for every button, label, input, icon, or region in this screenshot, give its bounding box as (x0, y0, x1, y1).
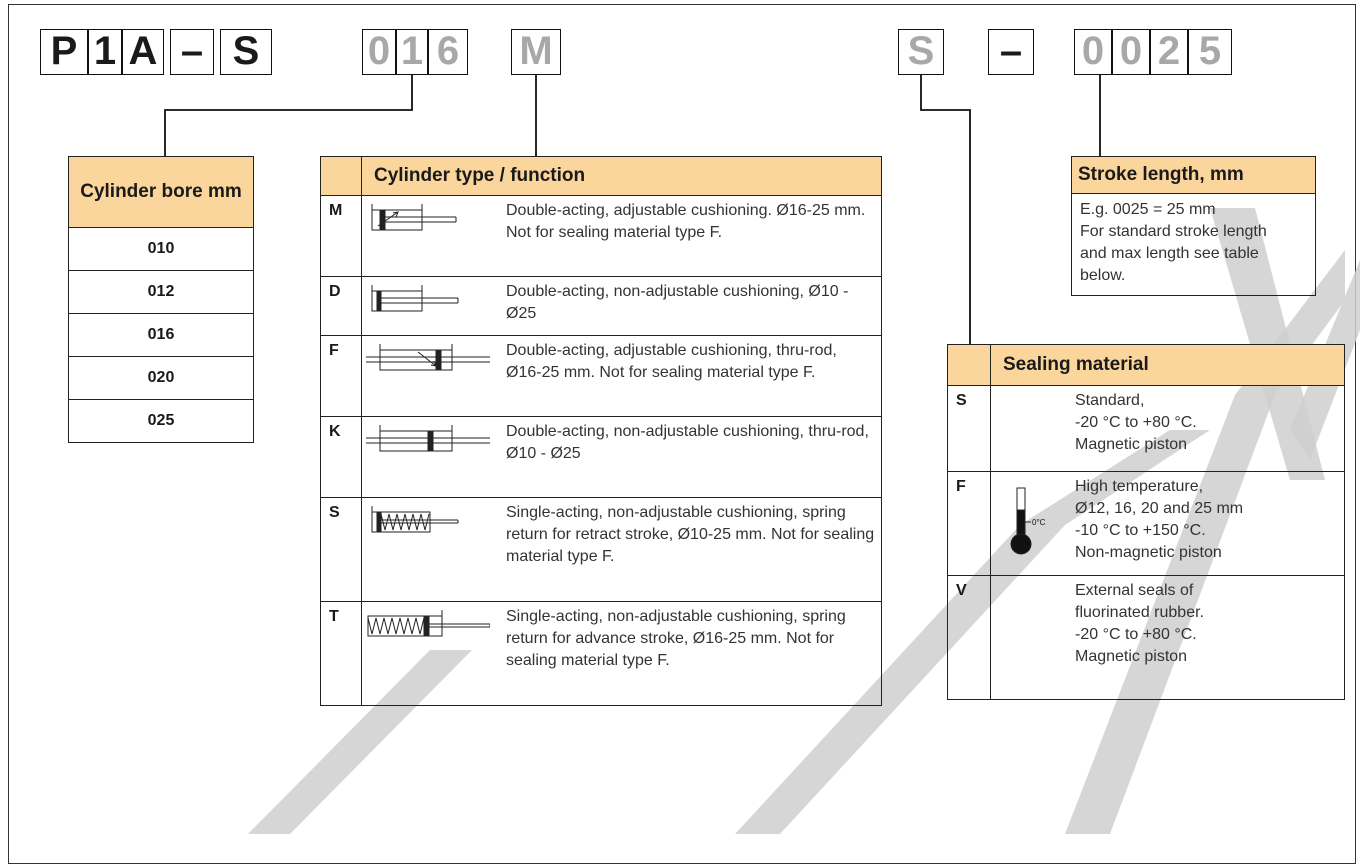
cylinder-basic-icon (361, 276, 500, 336)
seal-table: Sealing material S Standard, -20 °C to +… (947, 344, 1345, 700)
code-char-stroke-5: 5 (1188, 29, 1232, 75)
type-key: M (320, 195, 362, 277)
seal-line: Magnetic piston (1075, 436, 1188, 453)
bore-value: 020 (68, 356, 254, 400)
cylinder-adjustable-icon (361, 195, 500, 277)
code-char-s: S (220, 29, 272, 75)
type-table-header-key (320, 156, 362, 196)
type-table-title: Cylinder type / function (361, 156, 882, 196)
seal-line: Standard, (1075, 392, 1145, 409)
code-char-p: P (40, 29, 88, 75)
seal-icon-cell (990, 575, 1069, 700)
seal-line: High temperature, (1075, 478, 1204, 495)
bore-value: 012 (68, 270, 254, 314)
code-char-stroke-0a: 0 (1074, 29, 1112, 75)
cylinder-thru-rod-icon (361, 416, 500, 498)
cylinder-thru-rod-adjustable-icon (361, 335, 500, 417)
cylinder-spring-advance-icon (361, 601, 500, 706)
bore-value: 025 (68, 399, 254, 443)
type-desc: Double-acting, non-adjustable cushioning… (500, 416, 882, 498)
seal-table-header-key (947, 344, 991, 386)
seal-line: Magnetic piston (1075, 648, 1188, 665)
connector-lines (164, 75, 1101, 344)
connector-seal (920, 75, 971, 344)
stroke-line: below. (1080, 267, 1126, 284)
type-key: F (320, 335, 362, 417)
seal-line: -20 °C to +80 °C. (1075, 414, 1197, 431)
code-char-type: M (511, 29, 561, 75)
type-table: Cylinder type / function M Double-acting… (320, 156, 882, 706)
code-char-stroke-0b: 0 (1112, 29, 1150, 75)
type-desc: Single-acting, non-adjustable cushioning… (500, 601, 882, 706)
seal-key: S (947, 385, 991, 472)
stroke-line: and max length see table (1080, 245, 1259, 262)
stroke-length-body: E.g. 0025 = 25 mm For standard stroke le… (1071, 194, 1316, 296)
type-key: D (320, 276, 362, 336)
stroke-line: For standard stroke length (1080, 223, 1267, 240)
stroke-length-title: Stroke length, mm (1071, 156, 1316, 194)
seal-desc: Standard, -20 °C to +80 °C. Magnetic pis… (1069, 385, 1345, 472)
type-key: T (320, 601, 362, 706)
code-char-a: A (122, 29, 164, 75)
stroke-line: E.g. 0025 = 25 mm (1080, 201, 1216, 218)
code-char-bore-6: 6 (428, 29, 468, 75)
seal-line: -20 °C to +80 °C. (1075, 626, 1197, 643)
seal-line: -10 °C to +150 °C. (1075, 522, 1206, 539)
code-char-seal: S (898, 29, 944, 75)
seal-line: Non-magnetic piston (1075, 544, 1222, 561)
bore-value: 010 (68, 227, 254, 271)
bore-table: Cylinder bore mm 010 012 016 020 025 (68, 156, 254, 443)
seal-desc: External seals of fluorinated rubber. -2… (1069, 575, 1345, 700)
seal-key: F (947, 471, 991, 576)
seal-table-title: Sealing material (990, 344, 1345, 386)
cylinder-spring-retract-icon (361, 497, 500, 602)
type-key: K (320, 416, 362, 498)
code-char-1: 1 (88, 29, 122, 75)
code-char-dash: – (170, 29, 214, 75)
type-key: S (320, 497, 362, 602)
bore-value: 016 (68, 313, 254, 357)
seal-desc: High temperature, Ø12, 16, 20 and 25 mm … (1069, 471, 1345, 576)
type-desc: Double-acting, adjustable cushioning, th… (500, 335, 882, 417)
type-desc: Single-acting, non-adjustable cushioning… (500, 497, 882, 602)
code-char-bore-0: 0 (362, 29, 396, 75)
seal-line: Ø12, 16, 20 and 25 mm (1075, 500, 1244, 517)
thermometer-icon: 0°C (990, 471, 1069, 576)
seal-line: fluorinated rubber. (1075, 604, 1204, 621)
bore-table-title: Cylinder bore mm (68, 156, 254, 228)
seal-key: V (947, 575, 991, 700)
code-char-dash-2: – (988, 29, 1034, 75)
seal-icon-cell (990, 385, 1069, 472)
code-char-stroke-2: 2 (1150, 29, 1188, 75)
code-char-bore-1: 1 (396, 29, 428, 75)
seal-line: External seals of (1075, 582, 1194, 599)
type-desc: Double-acting, non-adjustable cushioning… (500, 276, 882, 336)
stroke-length-box: Stroke length, mm E.g. 0025 = 25 mm For … (1071, 156, 1316, 296)
thermometer-label: 0°C (1032, 518, 1046, 527)
connector-bore (164, 75, 413, 156)
type-desc: Double-acting, adjustable cushioning. Ø1… (500, 195, 882, 277)
